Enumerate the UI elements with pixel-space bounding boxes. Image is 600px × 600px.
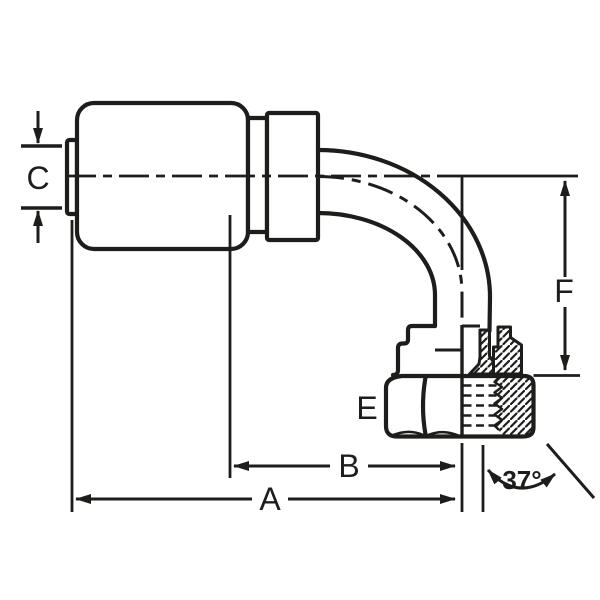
- tube-flare-section: [468, 328, 495, 376]
- nut-wall-section: [492, 325, 523, 376]
- dimension-c: [21, 111, 62, 243]
- labels: C A B E F 37°: [26, 160, 573, 517]
- label-angle-37: 37°: [502, 465, 541, 495]
- centerlines: [66, 174, 578, 325]
- tube-inner-wall: [315, 210, 438, 329]
- angle-37-annotation: [486, 443, 596, 499]
- flare-seat-line: [545, 443, 596, 499]
- thread-lines: [463, 384, 497, 427]
- extension-lines: [70, 215, 485, 512]
- c-tick-lines: [21, 144, 62, 210]
- thread-profile-edge: [493, 376, 504, 431]
- centerline-bend: [317, 175, 464, 325]
- label-b: B: [338, 448, 359, 484]
- hex-facet-edge: [420, 375, 428, 437]
- label-c: C: [26, 160, 49, 196]
- tube-outer-wall: [315, 147, 493, 334]
- tube-bend: [315, 147, 493, 334]
- hex-section-hatch: [494, 377, 533, 436]
- hex-bottom-chamfer: [390, 430, 460, 437]
- nut-sleeve-outline: [390, 323, 438, 378]
- label-e: E: [356, 390, 377, 426]
- swivel-nut: [383, 323, 580, 439]
- label-f: F: [554, 273, 574, 309]
- angle-arc: [486, 468, 556, 490]
- label-a: A: [259, 481, 281, 517]
